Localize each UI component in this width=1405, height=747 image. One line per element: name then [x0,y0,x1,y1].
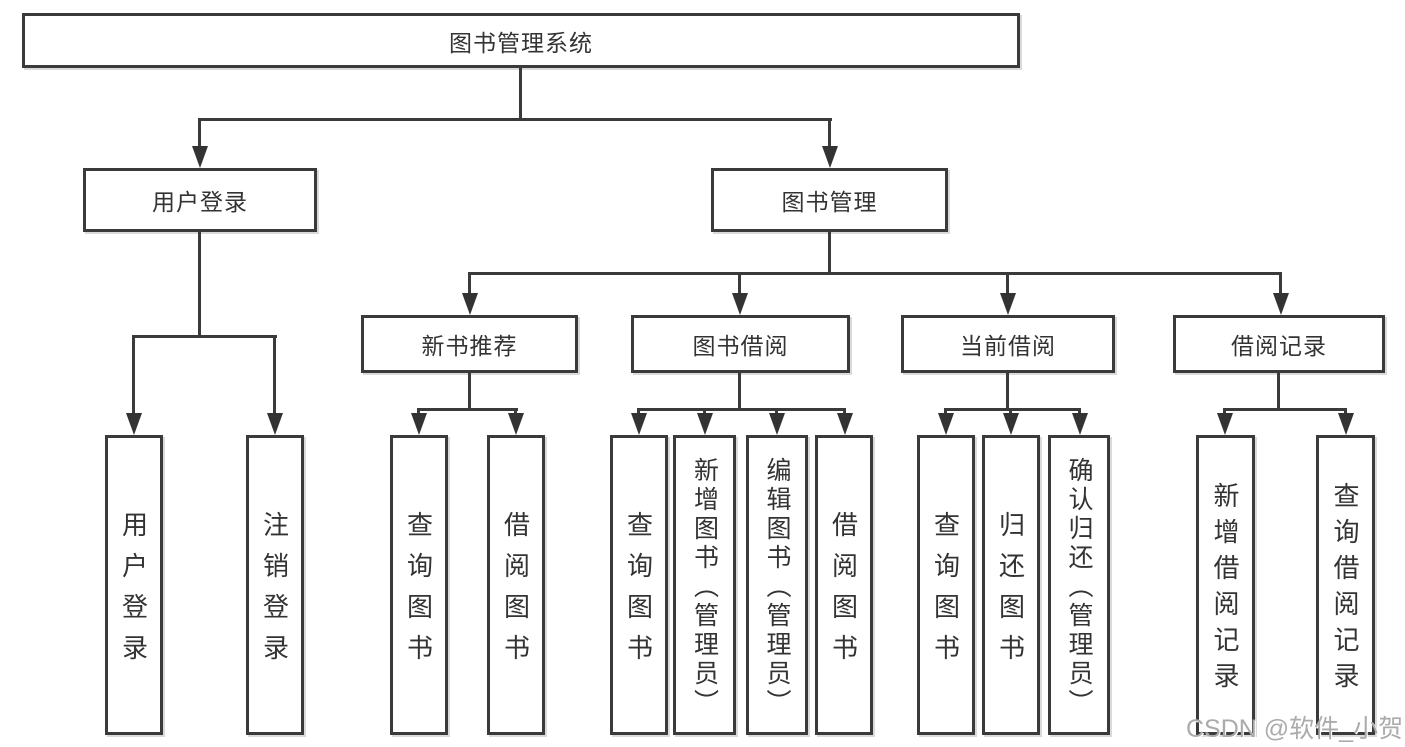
leaf-borrow-books: 借阅图书 [815,435,873,735]
connector-record-rail [1223,408,1347,411]
arrow-down-icon [1273,293,1289,315]
leaf-query-books-recommend-label: 查询图书 [403,510,434,675]
connector-drop [738,272,741,295]
leaf-query-borrow-record-label: 查询借阅记录 [1330,482,1360,698]
node-new-book-recommend-label: 新书推荐 [421,333,518,359]
connector-drop [132,335,135,415]
arrow-down-icon [769,413,785,435]
leaf-add-books-admin: 新增图书（管理员） [673,435,736,735]
connector-drop [417,408,420,416]
arrow-down-icon [1003,413,1019,435]
node-book-management: 图书管理 [711,168,948,232]
connector-drop [637,408,640,416]
connector-drop [843,408,846,416]
connector-user-login-stem [198,232,201,335]
arrow-down-icon [631,413,647,435]
leaf-confirm-return-admin: 确认归还（管理员） [1048,435,1110,735]
leaf-logout: 注销登录 [246,435,304,735]
connector-drop [468,272,471,295]
leaf-query-books-current-label: 查询图书 [930,510,961,675]
node-current-borrow-label: 当前借阅 [960,333,1056,359]
connector-drop [1006,272,1009,295]
connector-drop [828,118,831,148]
connector-drop [514,408,517,416]
node-borrow-record: 借阅记录 [1173,315,1385,373]
arrow-down-icon [1000,293,1016,315]
leaf-query-books-borrow-label: 查询图书 [623,510,654,675]
connector-borrow-stem [738,373,741,408]
connector-recommend-rail [417,408,518,411]
leaf-return-books: 归还图书 [982,435,1040,735]
arrow-down-icon [732,293,748,315]
leaf-borrow-books-recommend: 借阅图书 [487,435,545,735]
leaf-add-books-admin-label: 新增图书（管理员） [690,456,719,718]
arrow-down-icon [697,413,713,435]
connector-drop [1344,408,1347,416]
leaf-user-login: 用户登录 [105,435,163,735]
arrow-down-icon [1072,413,1088,435]
arrow-down-icon [192,146,208,168]
leaf-borrow-books-recommend-label: 借阅图书 [500,510,531,675]
node-current-borrow: 当前借阅 [901,315,1115,373]
node-new-book-recommend: 新书推荐 [361,315,578,373]
connector-drop [1279,272,1282,295]
connector-drop [775,408,778,416]
leaf-query-books-recommend: 查询图书 [390,435,448,735]
connector-current-stem [1006,373,1009,408]
arrow-down-icon [126,413,142,435]
leaf-edit-books-admin: 编辑图书（管理员） [746,435,808,735]
connector-drop [944,408,947,416]
connector-drop [1009,408,1012,416]
arrow-down-icon [1217,413,1233,435]
connector-drop [703,408,706,416]
node-book-borrow: 图书借阅 [631,315,850,373]
leaf-user-login-label: 用户登录 [118,510,149,675]
arrow-down-icon [837,413,853,435]
arrow-down-icon [822,146,838,168]
node-book-management-label: 图书管理 [781,189,878,215]
leaf-logout-label: 注销登录 [259,510,290,675]
leaf-return-books-label: 归还图书 [995,510,1026,675]
leaf-borrow-books-label: 借阅图书 [828,510,859,675]
leaf-add-borrow-record: 新增借阅记录 [1196,435,1255,735]
connector-drop [198,118,201,148]
connector-book-mgmt-rail [468,272,1282,275]
connector-drop [1078,408,1081,416]
arrow-down-icon [508,413,524,435]
arrow-down-icon [411,413,427,435]
connector-recommend-stem [468,373,471,408]
node-user-login: 用户登录 [83,168,317,232]
node-root-label: 图书管理系统 [449,29,593,56]
leaf-query-borrow-record: 查询借阅记录 [1316,435,1375,735]
connector-drop [1223,408,1226,416]
arrow-down-icon [462,293,478,315]
connector-root-stem [519,68,522,118]
leaf-confirm-return-admin-label: 确认归还（管理员） [1065,456,1093,718]
leaf-edit-books-admin-label: 编辑图书（管理员） [763,456,791,718]
node-user-login-label: 用户登录 [152,189,248,215]
connector-current-rail [944,408,1081,411]
arrow-down-icon [1338,413,1354,435]
arrow-down-icon [267,413,283,435]
connector-borrow-rail [637,408,846,411]
connector-drop [273,335,276,415]
leaf-query-books-current: 查询图书 [917,435,975,735]
connector-record-stem [1277,373,1280,408]
node-root: 图书管理系统 [22,13,1020,68]
csdn-watermark: CSDN @软件_小贺同学 [1186,715,1405,743]
node-book-borrow-label: 图书借阅 [692,333,789,359]
connector-root-rail [198,118,832,121]
connector-book-mgmt-stem [828,232,831,272]
leaf-add-borrow-record-label: 新增借阅记录 [1210,482,1240,698]
node-borrow-record-label: 借阅记录 [1231,333,1327,359]
leaf-query-books-borrow: 查询图书 [610,435,668,735]
arrow-down-icon [938,413,954,435]
connector-user-login-rail [132,335,277,338]
